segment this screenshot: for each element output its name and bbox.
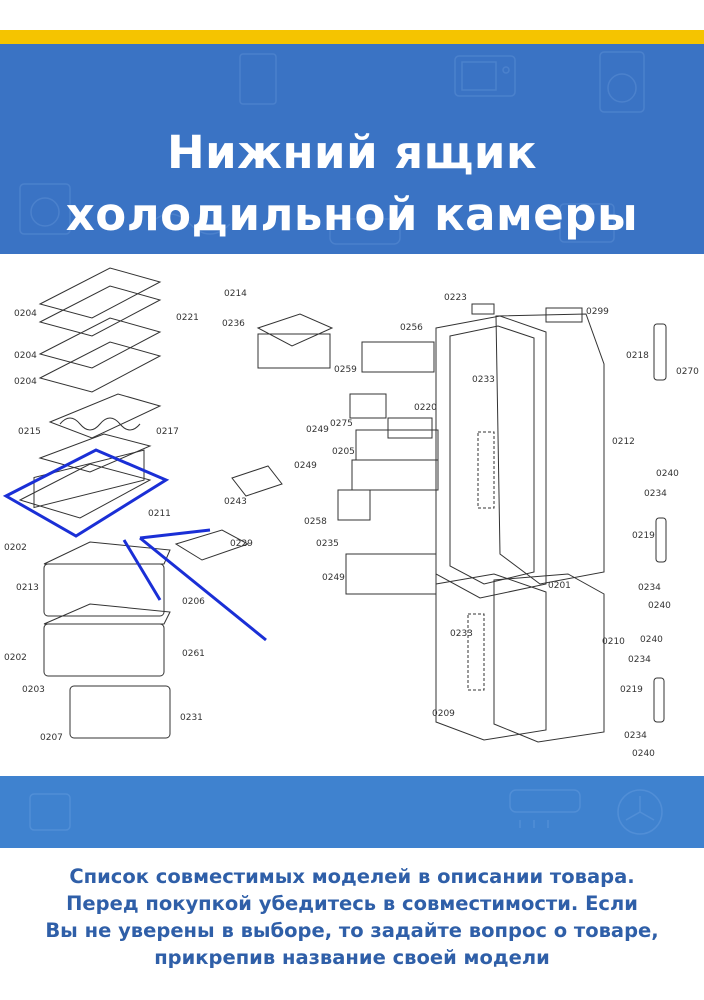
label-0209: 0209 — [432, 709, 455, 719]
notice-line-2: Перед покупкой убедитесь в совместимости… — [66, 892, 638, 915]
label-0205: 0205 — [332, 447, 355, 457]
label-0210: 0210 — [602, 637, 625, 647]
glass-shelf-3 — [38, 341, 162, 393]
label-0249a: 0249 — [306, 425, 329, 435]
label-0217: 0217 — [156, 427, 179, 437]
notice-line-4: прикрепив название своей модели — [154, 946, 550, 969]
drawer-0202-bottom — [43, 623, 165, 677]
part-0299 — [545, 307, 583, 323]
label-0231: 0231 — [180, 713, 203, 723]
balcony-0249 — [351, 459, 439, 491]
label-0220: 0220 — [414, 403, 437, 413]
label-0233b: 0233 — [450, 629, 473, 639]
label-0219a: 0219 — [632, 531, 655, 541]
exploded-parts-diagram: 0204 0221 0204 0204 0215 0217 0211 0202 … — [0, 254, 704, 776]
label-0249c: 0249 — [322, 573, 345, 583]
door-upper-frame — [435, 315, 547, 599]
label-0204a: 0204 — [14, 309, 37, 319]
wire-shelf — [48, 393, 162, 439]
egg-holder-2 — [387, 417, 433, 439]
label-0259: 0259 — [334, 365, 357, 375]
label-0204c: 0204 — [14, 377, 37, 387]
balcony-0235 — [345, 553, 437, 595]
door-upper-seal — [495, 313, 605, 585]
label-0270: 0270 — [676, 367, 699, 377]
top-white-strip — [0, 0, 704, 30]
glass-shelf-top — [38, 267, 162, 319]
label-0261: 0261 — [182, 649, 205, 659]
label-0219b: 0219 — [620, 685, 643, 695]
notice-line-3: Вы не уверены в выборе, то задайте вопро… — [45, 919, 659, 942]
box-0236 — [256, 313, 334, 347]
label-0202b: 0202 — [4, 653, 27, 663]
label-0206: 0206 — [182, 597, 205, 607]
label-0201: 0201 — [548, 581, 571, 591]
label-0211: 0211 — [148, 509, 171, 519]
label-0213: 0213 — [16, 583, 39, 593]
title-banner: Нижний ящик холодильной камеры — [0, 44, 704, 254]
box-0258 — [337, 489, 371, 521]
label-0218: 0218 — [626, 351, 649, 361]
air-conditioner-icon — [509, 789, 581, 813]
label-0223: 0223 — [444, 293, 467, 303]
label-0240c: 0240 — [640, 635, 663, 645]
bottom-banner — [0, 776, 704, 848]
label-0240b: 0240 — [648, 601, 671, 611]
glass-shelf-2 — [38, 317, 162, 369]
label-0215: 0215 — [18, 427, 41, 437]
door-lower-frame — [435, 573, 547, 741]
label-0234d: 0234 — [624, 731, 647, 741]
label-0207: 0207 — [40, 733, 63, 743]
label-0234b: 0234 — [638, 583, 661, 593]
handle-0219-upper — [655, 517, 667, 563]
tray-0243 — [231, 465, 283, 497]
part-0223 — [471, 303, 495, 315]
egg-tray — [174, 529, 250, 561]
appliance-pattern-background — [19, 51, 645, 245]
label-0256: 0256 — [400, 323, 423, 333]
handle-0219-lower — [653, 677, 665, 723]
label-0203: 0203 — [22, 685, 45, 695]
title-line-2: холодильной камеры — [65, 188, 639, 241]
title-line-1: Нижний ящик — [166, 126, 537, 179]
balcony-0256 — [361, 341, 435, 373]
notice-line-1: Список совместимых моделей в описании то… — [69, 865, 635, 888]
diagram-svg: 0204 0221 0204 0204 0215 0217 0211 0202 … — [2, 267, 699, 759]
highlight-arrow — [139, 536, 267, 642]
appliance-pattern-bottom — [29, 789, 663, 835]
label-0240d: 0240 — [632, 749, 655, 759]
label-0249b: 0249 — [294, 461, 317, 471]
label-0202a: 0202 — [4, 543, 27, 553]
label-0240a: 0240 — [656, 469, 679, 479]
fan-icon — [617, 789, 663, 835]
door-lower-seal — [493, 573, 605, 743]
egg-holder — [349, 393, 387, 419]
label-0214: 0214 — [224, 289, 247, 299]
drawer-0202-top — [43, 563, 165, 617]
label-0299: 0299 — [586, 307, 609, 317]
page-title: Нижний ящик холодильной камеры — [0, 122, 704, 246]
drawer-0207 — [69, 685, 171, 739]
label-0233a: 0233 — [472, 375, 495, 385]
label-0236: 0236 — [222, 319, 245, 329]
label-0275: 0275 — [330, 419, 353, 429]
handle-0270 — [653, 323, 667, 381]
label-0234a: 0234 — [644, 489, 667, 499]
label-0258: 0258 — [304, 517, 327, 527]
label-0204b: 0204 — [14, 351, 37, 361]
balcony-0205 — [355, 429, 439, 461]
highlight-outline — [2, 448, 170, 538]
label-0229: 0229 — [230, 539, 253, 549]
label-0235: 0235 — [316, 539, 339, 549]
compatibility-notice: Список совместимых моделей в описании то… — [20, 863, 684, 971]
highlight-marker — [2, 448, 267, 642]
label-0212: 0212 — [612, 437, 635, 447]
yellow-accent-bar — [0, 30, 704, 44]
lower-drawer-highlighted — [18, 463, 152, 519]
label-0221: 0221 — [176, 313, 199, 323]
footer-area — [0, 848, 704, 1000]
label-0243: 0243 — [224, 497, 247, 507]
label-0234c: 0234 — [628, 655, 651, 665]
